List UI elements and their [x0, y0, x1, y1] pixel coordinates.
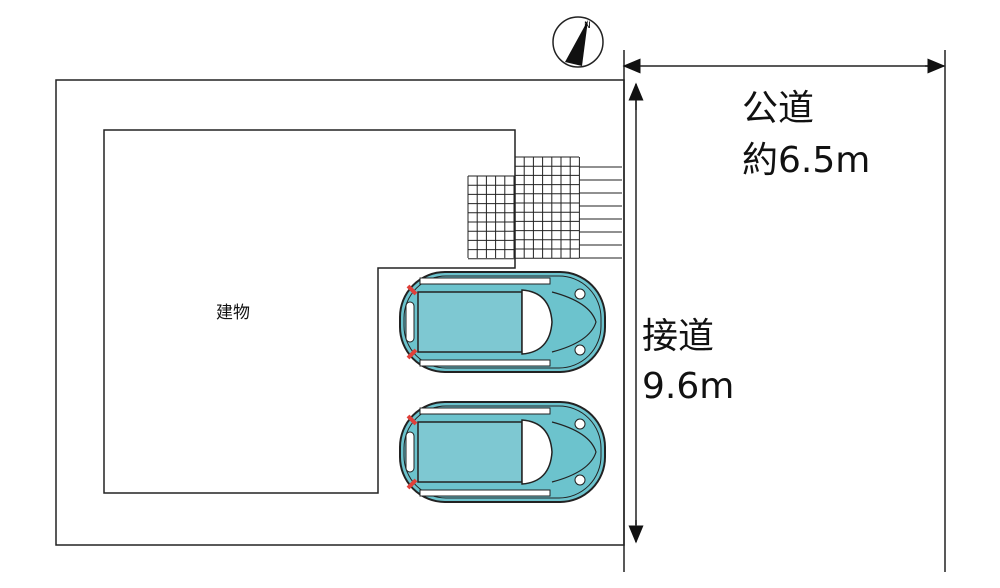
public-road-label: 公道 — [742, 88, 815, 129]
parked-car-2 — [398, 400, 607, 504]
public-road-width: 約6.5m — [742, 140, 871, 181]
building-outline — [103, 129, 516, 494]
parked-car-1 — [398, 270, 607, 374]
deck-grid — [467, 156, 622, 260]
svg-text:N: N — [584, 21, 591, 31]
compass-icon: N — [552, 16, 604, 68]
frontage-length: 9.6m — [642, 366, 735, 407]
building-label: 建物 — [216, 303, 250, 323]
frontage-label: 接道 — [642, 316, 715, 357]
